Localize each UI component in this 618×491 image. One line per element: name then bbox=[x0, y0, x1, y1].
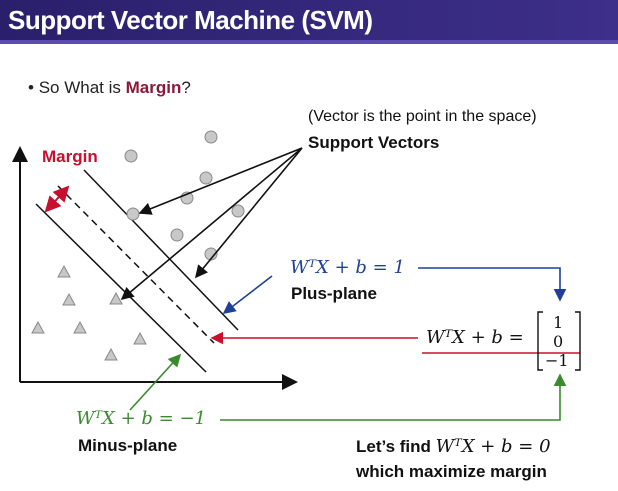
margin-label: Margin bbox=[42, 147, 98, 166]
plus-plane-equation: WᵀX + b = 1 bbox=[290, 257, 405, 278]
find-equation: WᵀX + b = 0 bbox=[435, 436, 551, 457]
vector-mid-value: 0 bbox=[553, 332, 564, 351]
plus-plane-line bbox=[83, 169, 239, 331]
vector-top-value: 1 bbox=[553, 313, 564, 332]
support-vector-triangle bbox=[109, 291, 123, 305]
circle-point bbox=[199, 171, 213, 185]
find-prefix: Let’s find bbox=[356, 437, 436, 456]
support-vectors-label: Support Vectors bbox=[308, 133, 440, 152]
triangle-point bbox=[62, 292, 76, 306]
bullet-line: • So What is Margin? bbox=[28, 78, 191, 98]
margin-arrow bbox=[44, 185, 70, 213]
circle-point bbox=[124, 149, 138, 163]
triangle-point bbox=[57, 264, 71, 278]
title-bar: Support Vector Machine (SVM) bbox=[0, 0, 618, 44]
plus-plane-connector bbox=[418, 267, 567, 302]
circle-point bbox=[231, 204, 245, 218]
minus-plane-pointer bbox=[129, 353, 182, 411]
minus-plane-line bbox=[35, 203, 207, 373]
bullet-prefix: So What is bbox=[38, 78, 126, 97]
plus-plane-pointer bbox=[222, 275, 273, 314]
matrix-right-bracket bbox=[575, 311, 581, 371]
minus-plane-label: Minus-plane bbox=[78, 436, 178, 455]
plus-plane-label: Plus-plane bbox=[291, 284, 377, 303]
slide-title: Support Vector Machine (SVM) bbox=[8, 5, 373, 35]
vector-note: (Vector is the point in the space) bbox=[308, 108, 537, 125]
circle-point bbox=[204, 130, 218, 144]
title-underline bbox=[0, 40, 618, 44]
bullet-suffix: ? bbox=[181, 78, 191, 97]
bullet-highlight: Margin bbox=[125, 78, 182, 97]
find-line: Let’s find WᵀX + b = 0 bbox=[356, 436, 551, 457]
circle-point bbox=[170, 228, 184, 242]
find-suffix: which maximize margin bbox=[356, 462, 547, 481]
minus-plane-equation: WᵀX + b = −1 bbox=[76, 408, 206, 429]
minus-plane-connector bbox=[220, 373, 567, 421]
matrix-left-bracket bbox=[537, 311, 543, 371]
support-vector-pointer bbox=[138, 147, 303, 215]
support-vector-pointer bbox=[194, 147, 303, 279]
decision-boundary-line bbox=[57, 185, 215, 344]
triangle-point bbox=[104, 347, 118, 361]
bullet-marker: • bbox=[28, 78, 34, 97]
triangle-point bbox=[73, 320, 87, 334]
decision-equation: WᵀX + b = bbox=[426, 327, 524, 348]
triangle-point bbox=[133, 331, 147, 345]
vector-bottom-value: −1 bbox=[545, 351, 569, 370]
triangle-point bbox=[31, 320, 45, 334]
support-vector-circle bbox=[126, 207, 140, 221]
support-vector-pointer bbox=[120, 147, 303, 301]
